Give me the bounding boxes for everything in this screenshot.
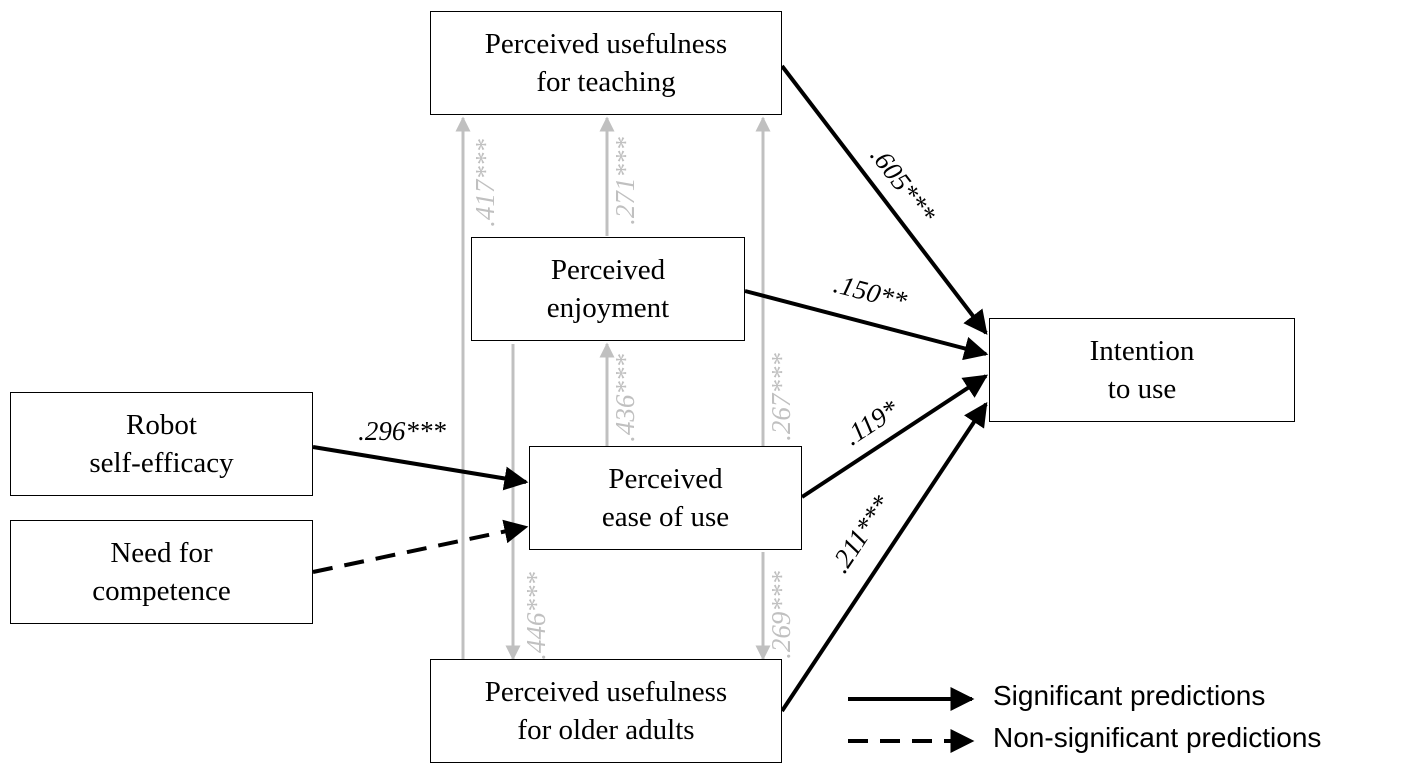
node-itu-line2: to use <box>1107 373 1177 405</box>
arrow-put-to-itu <box>780 64 988 335</box>
coef-puoa-itu: .211*** <box>824 490 897 578</box>
coef-pe-put: .271*** <box>610 137 640 225</box>
legend-nonsignificant-label: Non-significant predictions <box>993 722 1322 753</box>
coef-put-puoa: .269*** <box>766 571 796 659</box>
coef-peou-pe: .436*** <box>610 354 640 442</box>
legend-significant-label: Significant predictions <box>993 680 1266 711</box>
arrow-nfc-to-peou <box>312 519 529 574</box>
node-rse-line1: Robot <box>126 409 197 441</box>
node-put-line2: for teaching <box>536 66 676 98</box>
node-perceived-enjoyment: Perceived enjoyment <box>471 237 745 341</box>
coef-put-itu: .605*** <box>865 141 943 229</box>
arrow-rse-to-peou <box>312 445 529 491</box>
node-perceived-ease-of-use: Perceived ease of use <box>529 446 802 550</box>
node-peou-line1: Perceived <box>608 463 723 495</box>
node-pe-line1: Perceived <box>550 254 666 286</box>
arrow-pe-to-itu <box>744 289 989 361</box>
node-robot-self-efficacy: Robot self-efficacy <box>10 392 313 496</box>
node-need-for-competence: Need for competence <box>10 520 313 624</box>
node-put-line1: Perceived usefulness <box>484 28 728 60</box>
node-intention-to-use: Intention to use <box>989 318 1295 422</box>
node-itu-line1: Intention <box>1089 335 1195 367</box>
coef-puoa-put: .417*** <box>470 139 500 227</box>
coef-pe-itu: .150** <box>831 268 911 316</box>
node-perceived-usefulness-older-adults: Perceived usefulness for older adults <box>430 659 782 763</box>
node-peou-line2: ease of use <box>601 501 730 533</box>
node-puoa-line1: Perceived usefulness <box>484 676 728 708</box>
coef-peou-itu: .119* <box>838 394 904 452</box>
coef-pe-puoa: .446*** <box>521 572 551 660</box>
node-nfc-line1: Need for <box>110 537 213 569</box>
node-pe-line2: enjoyment <box>546 292 670 324</box>
coef-peou-put: .267*** <box>766 353 796 441</box>
coef-rse-peou: .296*** <box>358 416 446 446</box>
arrow-peou-to-itu <box>800 374 989 499</box>
node-perceived-usefulness-teaching: Perceived usefulness for teaching <box>430 11 782 115</box>
arrow-puoa-to-itu <box>780 402 988 713</box>
node-nfc-line2: competence <box>92 575 231 607</box>
node-puoa-line2: for older adults <box>517 714 695 746</box>
node-rse-line2: self-efficacy <box>89 447 234 479</box>
